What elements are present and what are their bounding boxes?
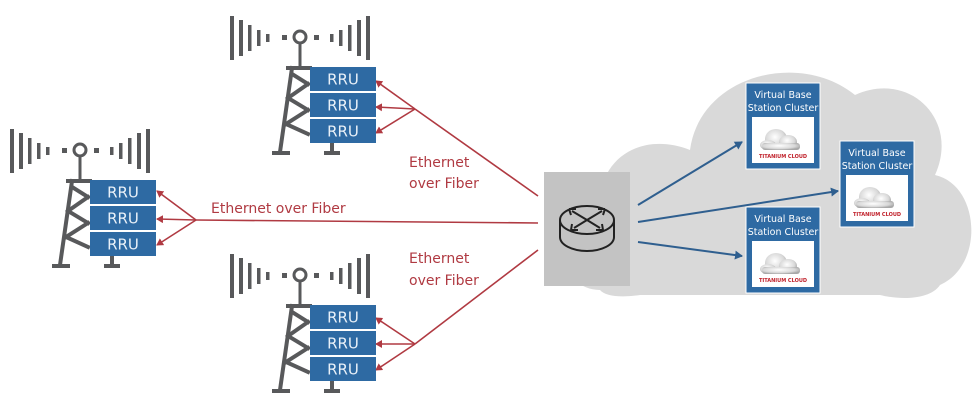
rru-label: RRU	[327, 97, 359, 115]
titanium-cloud-logo-text: TITANIUM CLOUD	[853, 212, 901, 218]
cluster-title-line1: Virtual Base	[754, 90, 811, 101]
rru-box	[310, 119, 376, 143]
tower-lattice-icon	[52, 178, 120, 268]
rru-box	[310, 93, 376, 117]
rru-label: RRU	[327, 335, 359, 353]
router-switch[interactable]	[544, 172, 630, 286]
tower-lattice-icon	[272, 65, 340, 155]
router-box	[544, 172, 630, 286]
rru-box	[310, 331, 376, 355]
rru-unit[interactable]: RRU	[310, 119, 376, 143]
cloud-links	[637, 141, 839, 260]
titanium-cloud-icon	[854, 187, 894, 208]
rru-box	[90, 232, 156, 256]
cloud-link-top	[637, 141, 743, 206]
rru-unit[interactable]: RRU	[310, 67, 376, 91]
rru-label: RRU	[107, 210, 139, 228]
rru-box	[310, 305, 376, 329]
rru-label: RRU	[107, 236, 139, 254]
rru-label: RRU	[327, 123, 359, 141]
rru-box	[90, 180, 156, 204]
antenna-signal-icon	[230, 16, 370, 67]
cluster-title-line1: Virtual Base	[848, 148, 905, 159]
titanium-cloud-icon	[760, 129, 800, 150]
link-label-bottom-line1: Ethernet	[409, 251, 470, 267]
tower-lattice-icon	[272, 303, 340, 393]
rru-unit[interactable]: RRU	[310, 357, 376, 381]
link-label-top-line2: over Fiber	[409, 176, 479, 192]
cloud-shape	[568, 72, 972, 298]
link-label-left: Ethernet over Fiber	[211, 201, 346, 217]
rru-unit[interactable]: RRU	[310, 93, 376, 117]
rru-box	[90, 206, 156, 230]
link-label-top-line1: Ethernet	[409, 155, 470, 171]
rru-unit[interactable]: RRU	[310, 331, 376, 355]
titanium-cloud-icon	[760, 253, 800, 274]
cluster-title-line2: Station Cluster	[842, 161, 913, 172]
fiber-links	[156, 80, 539, 371]
antenna-signal-icon	[230, 254, 370, 305]
rru-unit[interactable]: RRU	[90, 180, 156, 204]
rru-label: RRU	[327, 71, 359, 89]
cluster-title-line2: Station Cluster	[748, 227, 819, 238]
rru-label: RRU	[107, 184, 139, 202]
cluster-title-line2: Station Cluster	[748, 103, 819, 114]
titanium-cloud-logo-text: TITANIUM CLOUD	[759, 278, 807, 284]
rru-label: RRU	[327, 309, 359, 327]
cell-towers: RRU RRU RRU RRU RRU RRU RRU RRU RRU	[10, 16, 376, 393]
rru-label: RRU	[327, 361, 359, 379]
tower-left: RRU RRU RRU	[10, 129, 156, 268]
cloud-link-right	[637, 187, 839, 223]
link-label-bottom-line2: over Fiber	[409, 273, 479, 289]
cloud-link-bottom	[637, 241, 743, 260]
rru-box	[310, 357, 376, 381]
tower-top: RRU RRU RRU	[230, 16, 376, 155]
router-icon	[559, 205, 615, 252]
antenna-signal-icon	[10, 129, 150, 180]
rru-unit[interactable]: RRU	[90, 206, 156, 230]
rru-unit[interactable]: RRU	[90, 232, 156, 256]
tower-bottom: RRU RRU RRU	[230, 254, 376, 393]
rru-unit[interactable]: RRU	[310, 305, 376, 329]
titanium-cloud-logo-text: TITANIUM CLOUD	[759, 154, 807, 160]
rru-box	[310, 67, 376, 91]
cluster-title-line1: Virtual Base	[754, 214, 811, 225]
